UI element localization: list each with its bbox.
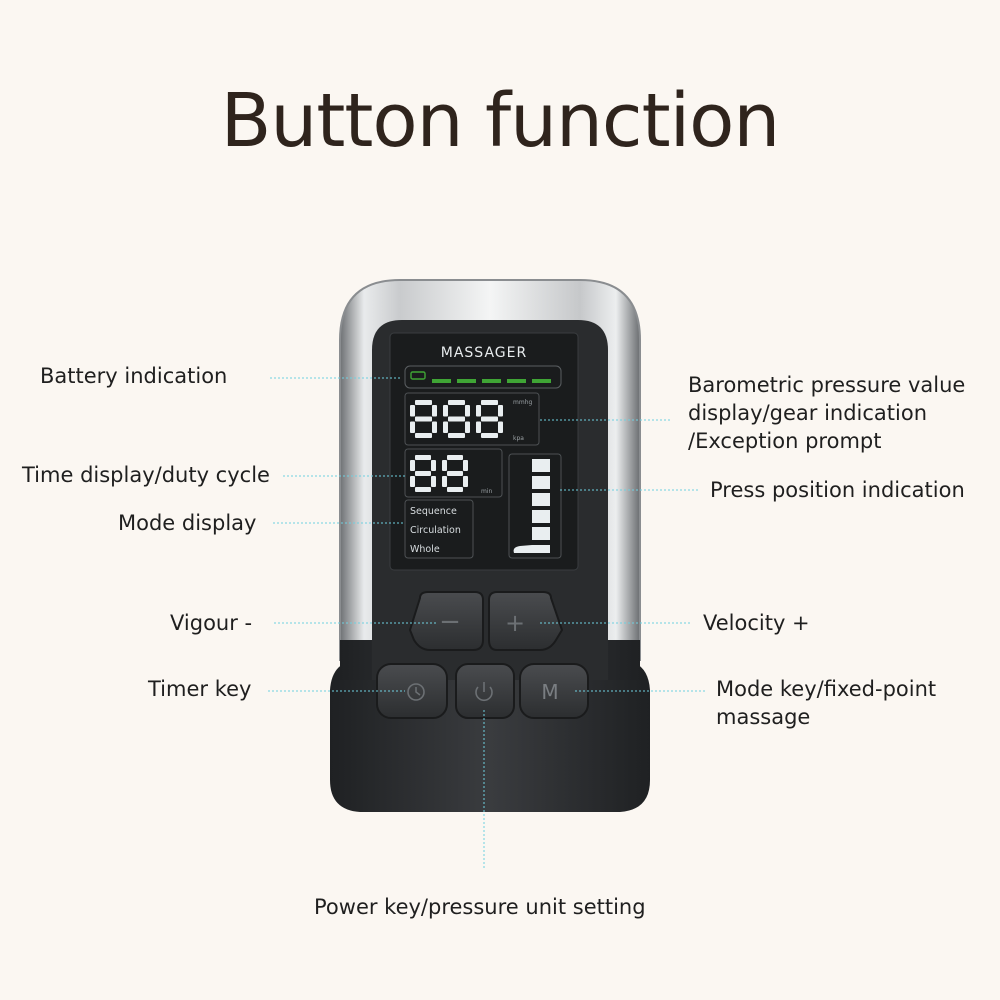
digit-segment: [415, 400, 432, 405]
digit-segment: [465, 405, 470, 417]
label-time: Time display/duty cycle: [22, 463, 270, 487]
digit-segment: [431, 476, 436, 487]
seven-segment-digit: [442, 455, 468, 492]
digit-segment: [432, 421, 437, 433]
lcd-screen: [389, 332, 579, 571]
digit-segment: [415, 416, 432, 422]
label-timer: Timer key: [148, 677, 252, 701]
digit-segment: [498, 405, 503, 417]
digit-segment: [498, 421, 503, 433]
digit-segment: [448, 416, 465, 422]
leg-segments: [513, 459, 550, 553]
seven-segment-digit: [476, 400, 503, 438]
seven-segment-digit: [410, 455, 436, 492]
digit-segment: [481, 433, 498, 438]
digit-segment: [442, 460, 447, 471]
timer-key-button[interactable]: [376, 663, 448, 719]
label-pressure-line-3: /Exception prompt: [688, 429, 882, 453]
svg-text:+: +: [505, 609, 525, 637]
seven-segment-digit: [410, 400, 437, 438]
battery-bars: [432, 379, 551, 383]
leg-segment: [532, 476, 550, 489]
digit-segment: [443, 421, 448, 433]
leg-segment: [532, 510, 550, 523]
seven-segment-digit: [443, 400, 470, 438]
digit-segment: [415, 433, 432, 438]
time-digits: [410, 455, 468, 492]
digit-segment: [447, 471, 463, 476]
digit-segment: [447, 487, 463, 492]
clock-icon: [407, 683, 425, 701]
digit-segment: [448, 433, 465, 438]
unit-kpa: kpa: [513, 435, 524, 442]
digit-segment: [448, 400, 465, 405]
digit-segment: [410, 476, 415, 487]
digit-segment: [410, 460, 415, 471]
digit-segment: [465, 421, 470, 433]
digit-segment: [415, 455, 431, 460]
label-power: Power key/pressure unit setting: [314, 895, 646, 919]
leg-segment: [532, 527, 550, 540]
digit-segment: [410, 421, 415, 433]
digit-segment: [432, 405, 437, 417]
mode-sequence: Sequence: [410, 506, 457, 517]
pressure-digits: [410, 400, 503, 438]
battery-frame: [404, 365, 562, 389]
label-vigour: Vigour -: [170, 611, 253, 635]
digit-segment: [476, 405, 481, 417]
label-pressure-line-2: display/gear indication: [688, 401, 928, 425]
digit-segment: [463, 460, 468, 471]
power-key-button[interactable]: [455, 663, 515, 719]
digit-segment: [415, 471, 431, 476]
leader-lines: [268, 377, 705, 870]
digit-segment: [415, 487, 431, 492]
label-mode-key-line-1: Mode key/fixed-point: [716, 677, 937, 701]
digit-segment: [442, 476, 447, 487]
label-mode-key-line-2: massage: [716, 705, 811, 729]
label-pressure-line-1: Barometric pressure value: [688, 373, 966, 397]
battery-icon: [410, 371, 426, 380]
digit-segment: [410, 405, 415, 417]
digit-segment: [481, 400, 498, 405]
label-mode-display: Mode display: [118, 511, 257, 535]
mode-circulation: Circulation: [410, 525, 461, 536]
mode-key-button[interactable]: M: [519, 663, 589, 719]
label-battery: Battery indication: [40, 364, 228, 388]
label-pressure: Barometric pressure value display/gear i…: [688, 371, 965, 455]
battery-bar: [482, 379, 501, 383]
digit-segment: [443, 405, 448, 417]
battery-bar: [457, 379, 476, 383]
label-press-position: Press position indication: [710, 478, 965, 502]
label-mode-key: Mode key/fixed-point massage: [716, 675, 936, 731]
svg-text:M: M: [541, 680, 558, 704]
mode-whole: Whole: [410, 544, 440, 555]
unit-min: min: [481, 488, 493, 495]
mode-display-box: [404, 499, 474, 559]
label-velocity: Velocity +: [703, 611, 810, 635]
battery-bar: [432, 379, 451, 383]
battery-bar: [532, 379, 551, 383]
unit-mmhg: mmhg: [513, 399, 532, 406]
digit-segment: [481, 416, 498, 422]
leg-segment: [532, 459, 550, 472]
brand-label: MASSAGER: [441, 345, 527, 361]
leg-foot: [513, 545, 550, 553]
velocity-plus-button[interactable]: +: [488, 591, 564, 651]
power-icon: [475, 686, 493, 702]
digit-segment: [476, 421, 481, 433]
digit-segment: [431, 460, 436, 471]
vigour-minus-button[interactable]: −: [408, 591, 484, 651]
battery-bar: [507, 379, 526, 383]
digit-segment: [447, 455, 463, 460]
leg-frame: [508, 453, 562, 559]
digit-segment: [463, 476, 468, 487]
svg-text:−: −: [439, 607, 461, 637]
leg-segment: [532, 493, 550, 506]
page-title: Button function: [220, 78, 781, 164]
